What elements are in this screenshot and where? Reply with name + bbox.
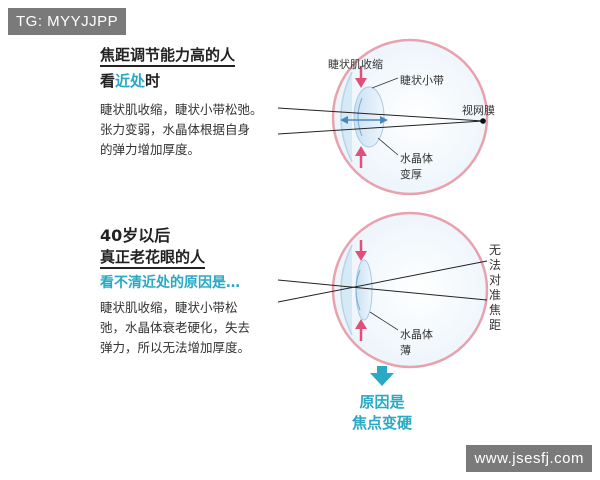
bottom-title-2-text: 真正老花眼的人 [100, 248, 206, 269]
top-ray-2 [277, 120, 484, 135]
result-line-2: 焦点变硬 [351, 414, 412, 432]
bottom-line-2: 弛，水晶体衰老硬化，失去 [100, 320, 251, 335]
top-arrow-up [355, 146, 367, 156]
bottom-line-3: 弹力，所以无法增加厚度。 [100, 340, 251, 355]
top-eye [277, 38, 489, 196]
top-lens-arrow-left [340, 116, 348, 124]
result-arrow [370, 366, 394, 386]
bottom-description: 睫状肌收缩，睫状小带松 弛，水晶体衰老硬化，失去 弹力，所以无法增加厚度。 [100, 298, 250, 358]
top-zonule-leader [371, 77, 399, 89]
label-top-lens-2: 变厚 [400, 168, 422, 181]
label-bottom-lens-2: 薄 [400, 344, 411, 357]
label-focus-1: 无 [488, 243, 501, 257]
top-lens-leader [377, 137, 399, 156]
label-focus-4: 准 [488, 288, 501, 302]
top-lens-curve [357, 97, 363, 137]
bottom-title-2: 真正老花眼的人 [100, 246, 206, 269]
top-lens [353, 86, 385, 148]
top-ray-1 [277, 107, 484, 122]
watermark-bottom: www.jsesfj.com [466, 445, 592, 472]
label-retina: 视网膜 [462, 104, 495, 117]
top-title: 焦距调节能力高的人 [100, 44, 236, 67]
bottom-line-1: 睫状肌收缩，睫状小带松 [100, 300, 238, 315]
top-line-3: 的弹力增加厚度。 [100, 142, 201, 157]
label-zonule: 睫状小带 [400, 74, 444, 87]
bottom-title-1: 40岁以后 [100, 226, 171, 245]
bottom-lens [355, 259, 373, 321]
label-focus-2: 法 [488, 258, 501, 272]
bottom-subtitle: 看不清近处的原因是… [100, 275, 240, 291]
top-line-2: 张力变弱，水晶体根据自身 [100, 122, 251, 137]
result-arrow-head [370, 373, 394, 386]
result-text: 原因是 焦点变硬 [342, 392, 422, 434]
top-lens-arrow-right [380, 116, 388, 124]
result-arrow-shaft [377, 366, 387, 374]
watermark-top: TG: MYYJJPP [8, 8, 127, 35]
label-bottom-lens: 水晶体 薄 [400, 327, 433, 359]
bottom-lens-leader [369, 311, 399, 331]
top-subtitle-prefix: 看 [100, 72, 116, 90]
label-ciliary-muscle: 睫状肌收缩 [328, 58, 383, 71]
bottom-arrow-up [355, 319, 367, 329]
top-subtitle: 看近处时 [100, 70, 160, 91]
top-line-1: 睫状肌收缩，睫状小带松弛。 [100, 102, 263, 117]
label-top-lens-1: 水晶体 [400, 152, 433, 165]
top-subtitle-highlight: 近处 [115, 72, 146, 90]
label-cannot-focus: 无 法 对 准 焦 距 [488, 243, 502, 333]
top-eyeball [331, 38, 489, 196]
top-arrow-down [355, 78, 367, 88]
label-focus-6: 距 [488, 318, 501, 332]
label-top-lens: 水晶体 变厚 [400, 151, 433, 183]
label-bottom-lens-1: 水晶体 [400, 328, 433, 341]
label-focus-3: 对 [488, 273, 501, 287]
top-description: 睫状肌收缩，睫状小带松弛。 张力变弱，水晶体根据自身 的弹力增加厚度。 [100, 100, 263, 160]
top-subtitle-suffix: 时 [145, 72, 161, 90]
bottom-arrow-down [355, 251, 367, 261]
top-retina-point [480, 118, 486, 124]
result-line-1: 原因是 [359, 393, 405, 411]
bottom-lens-curve [355, 269, 361, 311]
bottom-ray-1 [277, 279, 488, 301]
bottom-ray-2 [277, 260, 488, 303]
label-focus-5: 焦 [488, 303, 501, 317]
bottom-eye [277, 211, 489, 369]
top-title-text: 焦距调节能力高的人 [100, 46, 236, 67]
bottom-eyeball [331, 211, 489, 369]
